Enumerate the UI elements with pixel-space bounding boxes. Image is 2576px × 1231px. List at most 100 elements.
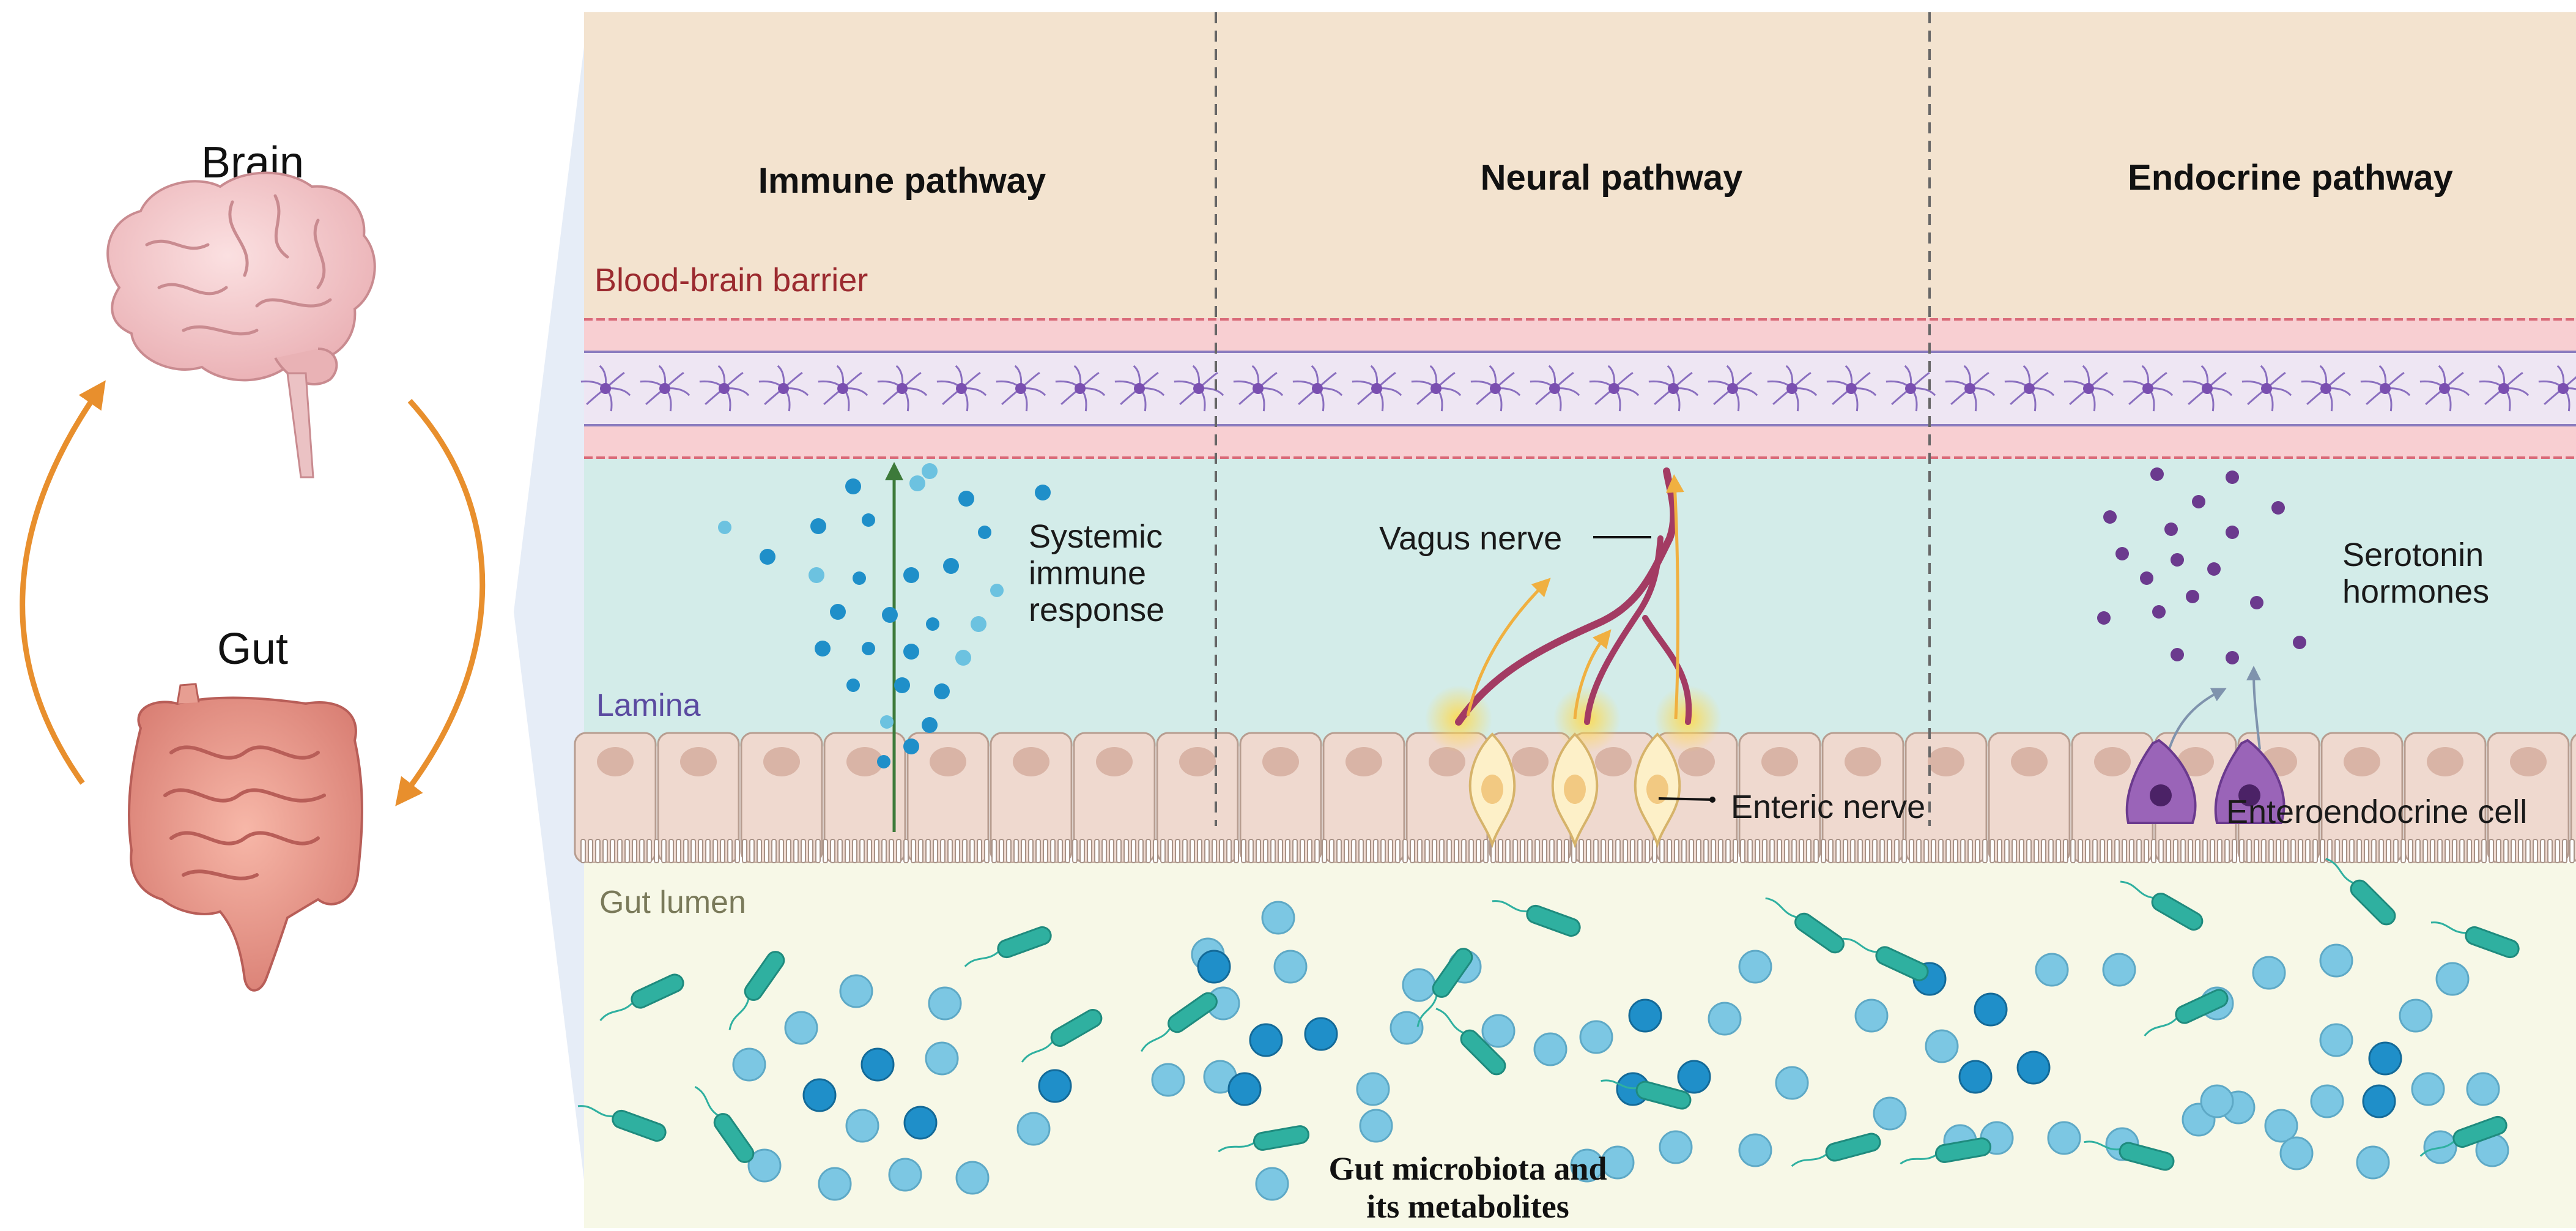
serotonin-molecule bbox=[2207, 562, 2221, 576]
astrocyte bbox=[837, 383, 848, 394]
metabolite bbox=[839, 974, 873, 1008]
astrocyte bbox=[1193, 383, 1204, 394]
microbiota-label-2: its metabolites bbox=[1366, 1188, 1569, 1225]
metabolite bbox=[1249, 1023, 1283, 1057]
immune-pathway: Systemic immune response bbox=[718, 462, 1164, 832]
astrocyte bbox=[1075, 383, 1086, 394]
immune-molecule bbox=[845, 478, 861, 494]
bacterium bbox=[2084, 1140, 2175, 1171]
astrocyte bbox=[1490, 383, 1501, 394]
metabolite bbox=[1151, 1063, 1185, 1097]
metabolite bbox=[1958, 1060, 1993, 1094]
astrocyte bbox=[600, 383, 611, 394]
immune-molecule bbox=[943, 558, 959, 574]
immune-molecule bbox=[894, 677, 910, 693]
serotonin-molecule bbox=[2186, 590, 2199, 603]
metabolite bbox=[1273, 950, 1308, 984]
immune-molecule bbox=[903, 567, 919, 583]
serotonin-molecule bbox=[2140, 571, 2153, 585]
metabolite bbox=[903, 1106, 938, 1140]
metabolite bbox=[1402, 968, 1436, 1002]
systemic-immune-response-label-3: response bbox=[1029, 592, 1164, 628]
metabolite bbox=[1659, 1130, 1693, 1164]
metabolite bbox=[1390, 1011, 1424, 1045]
metabolite bbox=[2466, 1072, 2500, 1106]
microbiota-label-1: Gut microbiota and bbox=[1328, 1150, 1607, 1187]
serotonin-molecule bbox=[2226, 526, 2239, 539]
gut-label: Gut bbox=[217, 625, 288, 674]
immune-molecule bbox=[830, 604, 846, 620]
serotonin-molecule bbox=[2152, 605, 2166, 619]
immune-molecule bbox=[877, 755, 890, 768]
metabolite bbox=[1304, 1017, 1338, 1051]
metabolite bbox=[2319, 943, 2353, 978]
metabolite bbox=[1038, 1069, 1072, 1103]
immune-molecule bbox=[958, 491, 974, 507]
immune-molecule bbox=[909, 475, 925, 491]
astrocyte bbox=[659, 383, 670, 394]
vagus-nerve bbox=[1455, 467, 1678, 726]
astrocyte bbox=[2320, 383, 2331, 394]
astrocyte bbox=[1312, 383, 1323, 394]
immune-molecule bbox=[760, 549, 775, 565]
serotonin-molecule bbox=[2271, 501, 2285, 515]
serotonin-molecule bbox=[2226, 651, 2239, 664]
immune-molecule bbox=[922, 717, 938, 733]
astrocyte bbox=[1786, 383, 1797, 394]
serotonin-molecule bbox=[2115, 547, 2129, 560]
metabolite bbox=[2399, 999, 2433, 1033]
metabolite bbox=[1708, 1002, 1742, 1036]
bacterium bbox=[1843, 937, 1929, 981]
astrocyte bbox=[1608, 383, 1619, 394]
bacterium bbox=[1492, 900, 1581, 937]
bacterium bbox=[1900, 1137, 1992, 1165]
metabolite bbox=[1873, 1096, 1907, 1131]
metabolite bbox=[732, 1047, 766, 1082]
metabolite bbox=[1227, 1072, 1262, 1106]
metabolite bbox=[1016, 1112, 1051, 1146]
astrocyte bbox=[778, 383, 789, 394]
bacterium bbox=[1601, 1079, 1692, 1110]
astrocyte bbox=[2261, 383, 2272, 394]
metabolite bbox=[1677, 1060, 1711, 1094]
metabolite bbox=[1628, 999, 1662, 1033]
metabolite bbox=[2362, 1084, 2396, 1118]
metabolite bbox=[2368, 1041, 2402, 1076]
astrocyte bbox=[1015, 383, 1026, 394]
lamina-label: Lamina bbox=[596, 688, 701, 723]
metabolite bbox=[2264, 1109, 2298, 1143]
bacterium bbox=[964, 926, 1052, 967]
astrocyte bbox=[1846, 383, 1857, 394]
metabolite bbox=[1738, 950, 1772, 984]
microvilli bbox=[580, 839, 2575, 863]
metabolite bbox=[2252, 956, 2286, 990]
enteric-nerve-label: Enteric nerve bbox=[1731, 789, 1925, 825]
immune-molecule bbox=[955, 650, 971, 666]
bacterium bbox=[1765, 897, 1845, 954]
immune-molecule bbox=[718, 521, 731, 534]
metabolite bbox=[928, 986, 962, 1021]
astrocyte bbox=[1668, 383, 1679, 394]
brain-icon bbox=[106, 171, 376, 478]
metabolite bbox=[2319, 1023, 2353, 1057]
metabolite bbox=[1775, 1066, 1809, 1100]
metabolite bbox=[888, 1158, 922, 1192]
metabolite bbox=[1925, 1029, 1959, 1063]
enteroendocrine-cells bbox=[2125, 738, 2285, 824]
bacterium bbox=[694, 1085, 755, 1163]
serotonin-molecule bbox=[2097, 611, 2111, 625]
astrocyte bbox=[719, 383, 730, 394]
metabolite bbox=[1738, 1133, 1772, 1167]
metabolite bbox=[1481, 1014, 1516, 1048]
astrocyte bbox=[2083, 383, 2094, 394]
metabolite bbox=[1261, 901, 1295, 935]
serotonin-molecule bbox=[2103, 510, 2117, 524]
systemic-immune-response-label-2: immune bbox=[1029, 555, 1146, 592]
metabolite bbox=[2102, 953, 2136, 987]
enteroendocrine-cell-label: Enteroendocrine cell bbox=[2226, 794, 2527, 830]
gut-lumen-label: Gut lumen bbox=[599, 885, 746, 920]
bacterium bbox=[2144, 989, 2229, 1036]
metabolite bbox=[2200, 1084, 2234, 1118]
bacterium bbox=[2430, 921, 2520, 959]
